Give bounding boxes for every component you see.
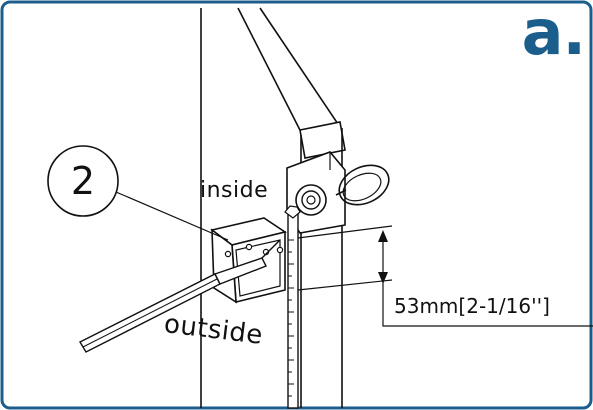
dim-extension-bottom xyxy=(297,279,393,291)
gate-edge-left xyxy=(237,7,306,141)
screw-hole-4 xyxy=(276,246,284,254)
hex-wrench-ridge xyxy=(82,278,218,348)
gate-post-top xyxy=(299,121,346,159)
dim-extension-top xyxy=(297,225,393,239)
dimension-label: 53mm[2-1/16''] xyxy=(394,294,550,318)
step-label: a. xyxy=(521,0,586,69)
screw-hole-2 xyxy=(245,243,253,251)
hex-wrench-bend xyxy=(214,257,267,285)
inside-label: inside xyxy=(200,178,269,203)
pull-ring-inner xyxy=(342,172,382,202)
hex-wrench-tip xyxy=(261,239,281,259)
dim-arrow-bottom xyxy=(378,272,388,284)
latch-rod-cap xyxy=(284,205,301,219)
pull-ring-link xyxy=(335,189,347,196)
screw-hole-1 xyxy=(224,250,232,258)
callout-number: 2 xyxy=(70,159,96,203)
ruler-ticks xyxy=(288,239,294,397)
callout-leader xyxy=(115,191,229,241)
latch-rod xyxy=(287,211,299,409)
dim-leader xyxy=(382,281,593,327)
dim-arrow-top xyxy=(378,230,388,242)
pull-ring-outer xyxy=(338,164,390,206)
gate-edge-right xyxy=(259,7,343,131)
latch-knob-inner xyxy=(306,195,316,205)
callout-circle xyxy=(47,145,119,217)
